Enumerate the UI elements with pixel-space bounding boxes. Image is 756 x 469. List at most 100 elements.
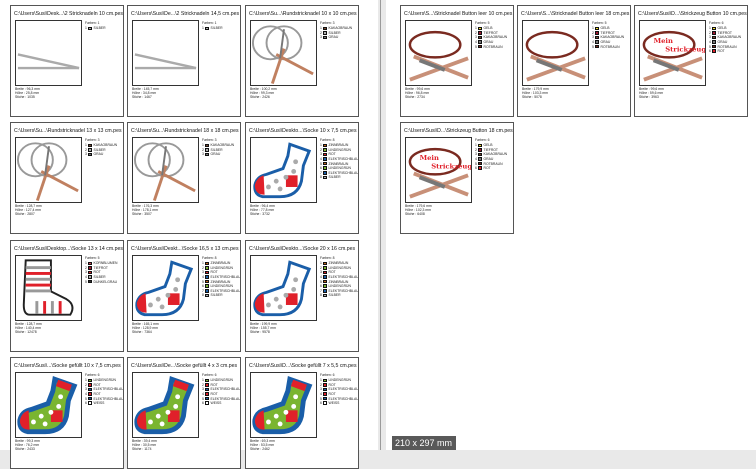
design-stat: Höhe : 76,2 mm [15, 443, 40, 447]
color-index: 1 [592, 26, 594, 31]
color-swatch [712, 26, 716, 31]
color-swatch [478, 35, 482, 40]
design-file-path: C:\Users\Susi\D...\Strickzeug Button 10 … [638, 11, 747, 17]
color-name: GELB [600, 26, 610, 31]
color-swatch [88, 392, 92, 396]
design-card[interactable]: C:\Users\Susi\De...\2 Stricknadeln 14,5 … [127, 5, 241, 117]
design-stat: Breite : 96,3 mm [15, 87, 40, 91]
design-card[interactable]: C:\Users\S...\Stricknadel Button leer 18… [517, 5, 631, 117]
design-file-path: C:\Users\Susi\De...\Socke gefüllt 4 x 3 … [131, 363, 238, 369]
color-swatch [88, 279, 92, 284]
color-entry: 6 LINDENGRÜN [320, 166, 358, 171]
design-file-path: C:\Users\Su...\Rundstricknadel 18 x 18 c… [131, 128, 239, 134]
color-name: LINDENGRÜN [328, 166, 351, 171]
design-card[interactable]: C:\Users\Su...\Rundstricknadel 18 x 18 c… [127, 122, 241, 234]
color-name: ROT [328, 392, 336, 397]
color-swatch [205, 293, 209, 298]
design-card[interactable]: C:\Users\Susi\Desktop...\Socke 13 x 14 c… [10, 240, 124, 352]
color-name: KAKAOBRAUN [483, 152, 508, 157]
color-swatch [595, 44, 599, 49]
color-swatch [88, 152, 92, 157]
svg-text:Strickzeug: Strickzeug [665, 46, 705, 54]
color-name: GRAU [210, 152, 221, 157]
color-swatch [205, 396, 209, 401]
colors-label: Farben: [85, 21, 97, 25]
color-index: 6 [202, 284, 204, 289]
design-card[interactable]: C:\Users\Susi\D...\Socke gefüllt 7 x 5,5… [245, 357, 359, 469]
design-card[interactable]: C:\Users\Susi\D...\Strickzeug Button 18 … [400, 122, 514, 234]
color-index: 1 [85, 143, 87, 148]
color-name: GELB [483, 26, 493, 31]
design-stat: Höhe : 59,6 mm [639, 91, 664, 95]
design-stat: Breite : 100,2 mm [250, 87, 277, 91]
design-card[interactable]: C:\Users\Susi\Deskto...\Socke 20 x 16 cm… [245, 240, 359, 352]
design-card[interactable]: C:\Users\Susi\D...\Strickzeug Button 10 … [634, 5, 748, 117]
design-card[interactable]: C:\Users\Susi\Deskto...\Socke 10 x 7,5 c… [245, 122, 359, 234]
design-file-path: C:\Users\Susi\De...\2 Stricknadeln 14,5 … [131, 11, 240, 17]
color-index: 6 [320, 166, 322, 171]
design-card[interactable]: C:\Users\Su...\Rundstricknadel 13 x 13 c… [10, 122, 124, 234]
color-index: 6 [475, 166, 477, 171]
design-stat: Stiche : 2462 [250, 447, 270, 451]
color-swatch [323, 161, 327, 166]
color-index: 3 [475, 35, 477, 40]
color-name: ELEKTRISCHBLAU [328, 157, 359, 162]
design-stat: Höhe : 178,1 mm [132, 208, 159, 212]
design-stat: Breite : 128,7 mm [15, 204, 42, 208]
design-card[interactable]: C:\Users\S...\Stricknadel Button leer 10… [400, 5, 514, 117]
colors-label: Farben: [475, 21, 487, 25]
design-thumbnail [132, 372, 199, 438]
svg-text:Strickzeug: Strickzeug [431, 163, 471, 171]
color-swatch [595, 26, 599, 31]
color-swatch [323, 152, 327, 157]
design-card[interactable]: C:\Users\Susi\De...\Socke gefüllt 4 x 3 … [127, 357, 241, 469]
color-name: WEISS [93, 401, 105, 406]
color-swatch [323, 26, 327, 31]
color-swatch [323, 293, 327, 298]
color-swatch [323, 171, 327, 175]
design-stat: Stiche : 1467 [132, 95, 152, 99]
design-card[interactable]: C:\Users\Susi\Desk...\2 Stricknadeln 10 … [10, 5, 124, 117]
color-name: KAKAOBRAUN [483, 35, 508, 40]
design-card[interactable]: C:\Users\Susi\...\Socke gefüllt 10 x 7,5… [10, 357, 124, 469]
design-card[interactable]: C:\Users\Susi\Deskt...\Socke 16,5 x 13 c… [127, 240, 241, 352]
color-name: ELEKTRISCHBLAU [328, 170, 359, 175]
color-index: 3 [202, 270, 204, 275]
color-index: 2 [85, 147, 87, 152]
color-index: 4 [709, 40, 711, 45]
color-swatch [323, 143, 327, 148]
colors-label: Farben: [709, 21, 721, 25]
colors-count: Farben: 8 [320, 256, 358, 260]
design-card[interactable]: C:\Users\Su...\Rundstricknadel 10 x 10 c… [245, 5, 359, 117]
color-name: TIEFROT [483, 30, 499, 35]
colors-count: Farben: 5 [592, 21, 624, 25]
design-stat: Breite : 96,4 mm [250, 204, 275, 208]
color-name: ELEKTRISCHBLAU [210, 288, 241, 293]
color-swatch [205, 383, 209, 387]
design-stat: Höhe : 99,3 mm [250, 91, 275, 95]
color-swatch [205, 143, 209, 148]
color-name: SILBER [210, 26, 223, 31]
color-name: LINDENGRÜN [328, 265, 351, 270]
